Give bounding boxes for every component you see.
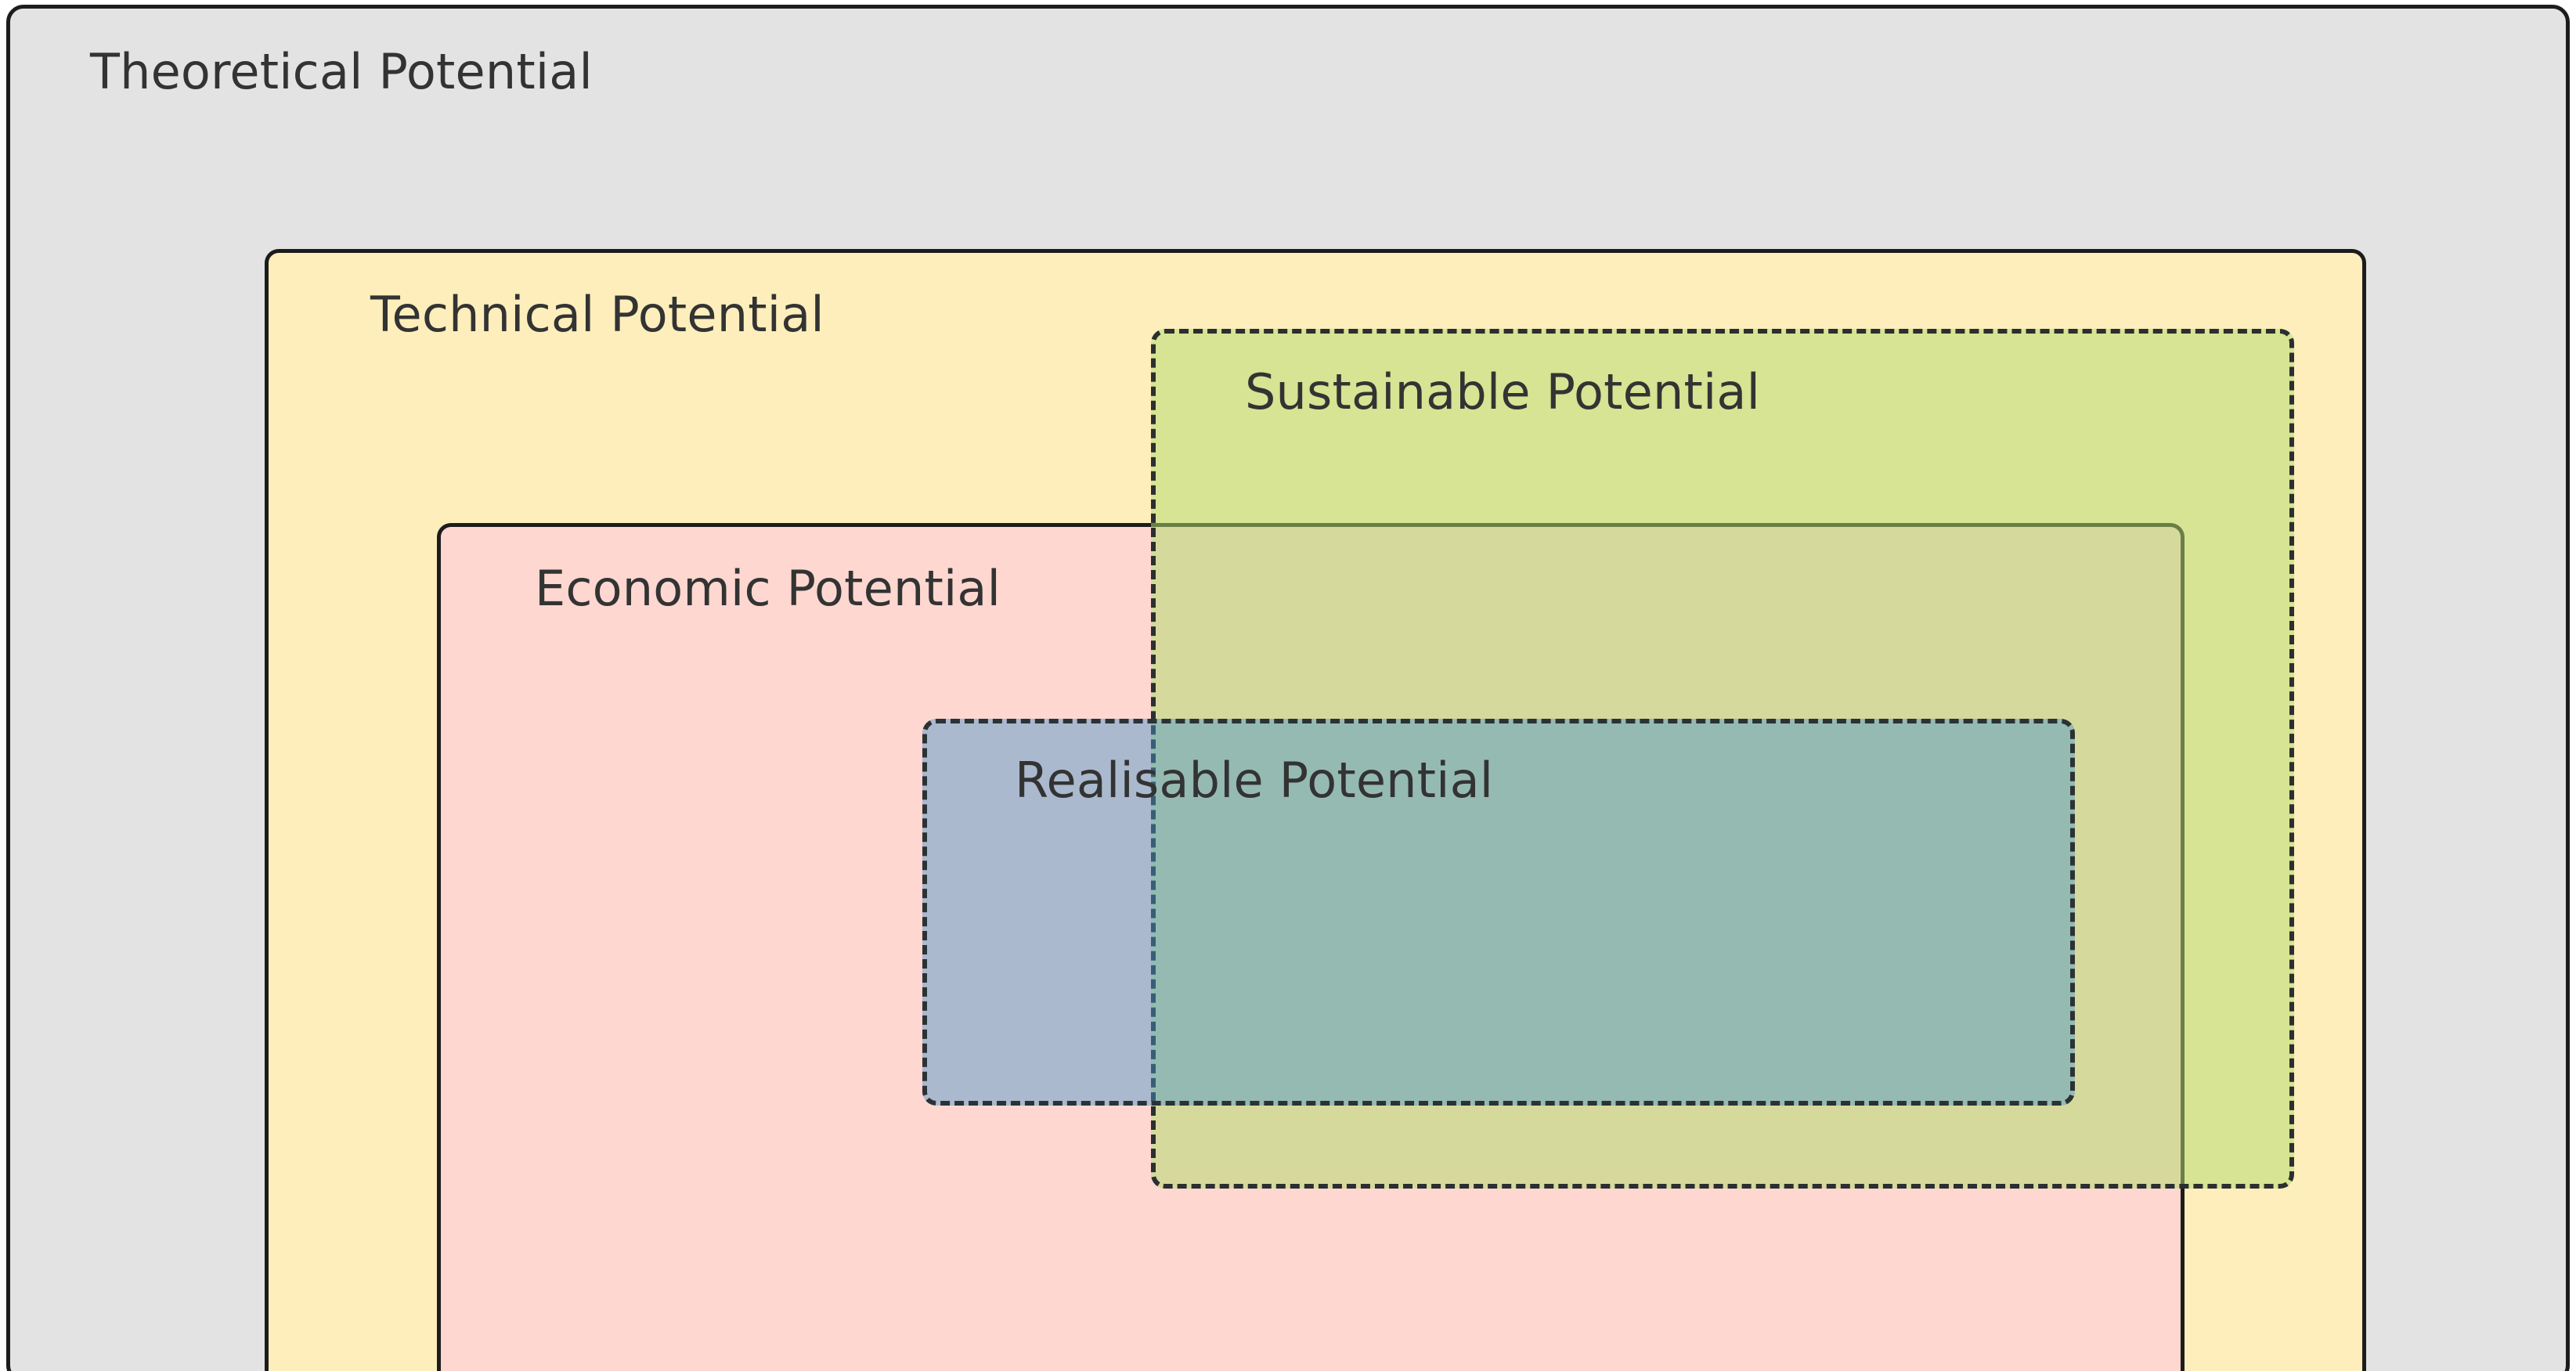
- realisable-potential-box[interactable]: Realisable Potential: [922, 719, 2075, 1106]
- theoretical-potential-label: Theoretical Potential: [90, 43, 593, 100]
- realisable-potential-label: Realisable Potential: [1015, 752, 1494, 809]
- sustainable-potential-box[interactable]: Sustainable Potential: [1151, 329, 2294, 1189]
- sustainable-potential-label: Sustainable Potential: [1245, 363, 1761, 420]
- economic-potential-label: Economic Potential: [535, 560, 1001, 617]
- technical-potential-label: Technical Potential: [370, 286, 824, 343]
